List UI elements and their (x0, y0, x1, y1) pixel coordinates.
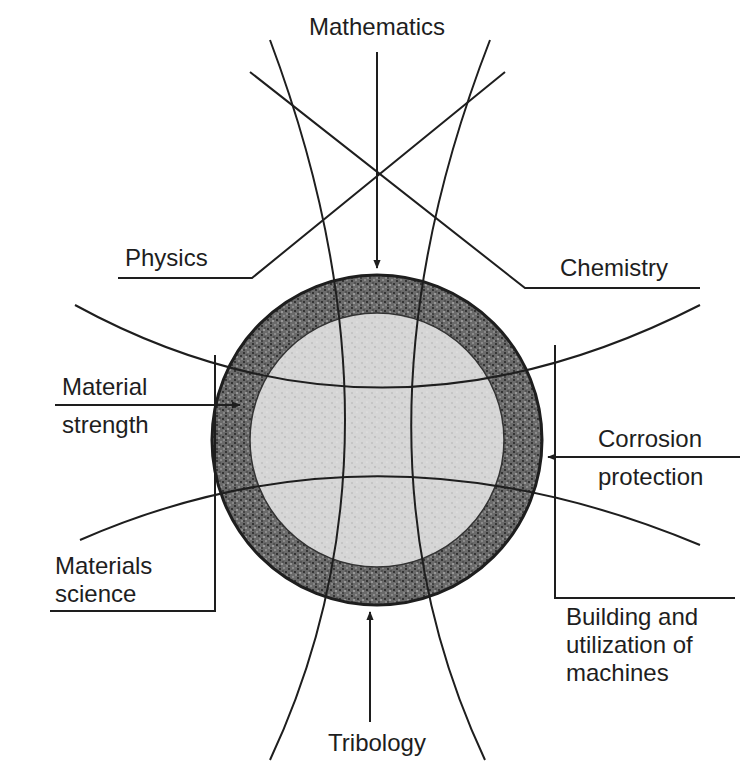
influence-arrow (369, 612, 371, 722)
substrate-core (250, 313, 504, 567)
discipline-label: Mathematics (309, 12, 445, 42)
discipline-label: Chemistry (560, 254, 668, 282)
discipline-label: Corrosion protection (598, 420, 738, 496)
field-curve (411, 40, 490, 760)
leader-line (250, 72, 700, 288)
field-curve (270, 40, 345, 760)
influence-arrow (548, 456, 740, 458)
discipline-label: Material strength (62, 368, 182, 444)
leader-line (118, 72, 505, 278)
discipline-label: Materials science (55, 552, 185, 608)
coating-ring (212, 275, 542, 605)
discipline-label: Building and utilization of machines (566, 603, 726, 687)
discipline-label: Physics (125, 244, 208, 272)
discipline-label: Tribology (328, 728, 426, 758)
influence-arrow (376, 52, 378, 268)
bracket-line (50, 355, 215, 611)
influence-arrow (55, 404, 240, 406)
field-curve (75, 305, 700, 388)
